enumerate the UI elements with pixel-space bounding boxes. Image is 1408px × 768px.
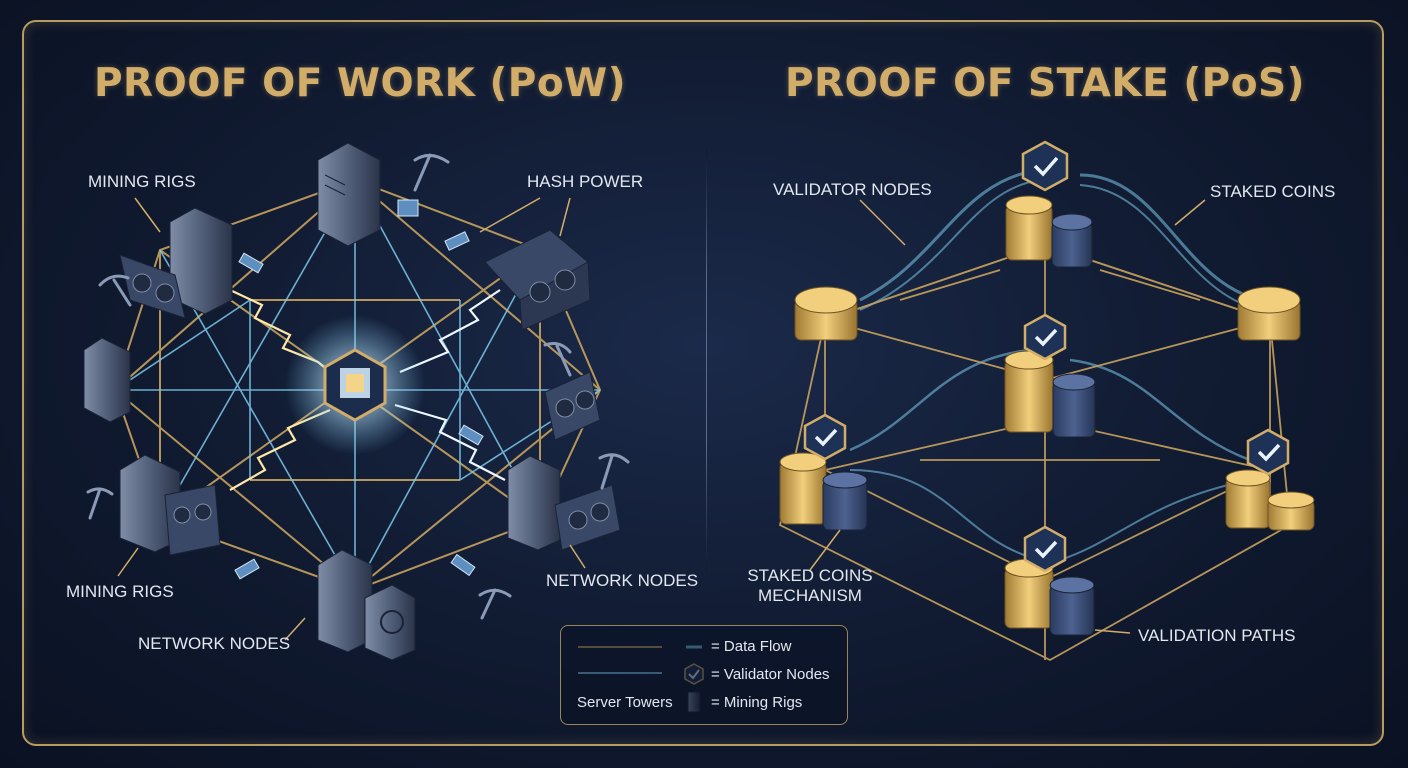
label-staked-coins-mechanism-line2: MECHANISM [758,586,862,605]
data-packet [238,252,264,274]
leader-line [117,547,139,577]
leader-line [559,197,571,237]
gpu-rig-icon [484,229,591,331]
check-hexagon-icon [1246,428,1290,476]
data-packet [450,553,476,577]
label-network-nodes-bottom: NETWORK NODES [138,634,291,653]
label-validation-paths: VALIDATION PATHS [1138,626,1296,645]
data-packet [397,199,419,217]
server-tower-icon [317,142,381,247]
coin-stack-icon [1004,558,1095,636]
gpu-rig-icon [119,254,186,319]
pow-title: PROOF OF WORK (PoW) [93,61,627,106]
pickaxe-icon [413,153,450,192]
gpu-rig-icon [544,371,601,441]
check-hexagon-icon [803,413,847,461]
label-network-nodes-right: NETWORK NODES [546,571,699,590]
label-validator-nodes: VALIDATOR NODES [773,180,932,199]
gpu-rig-icon [554,484,621,551]
coin-stack-icon [1225,469,1315,531]
legend-validator-nodes: = Validator Nodes [711,666,830,683]
coin-stack-icon [794,286,858,341]
block-cube-icon [323,348,387,422]
leader-line [1094,629,1131,634]
label-mining-rigs-top: MINING RIGS [88,172,196,191]
leader-line [569,544,586,569]
pickaxe-icon [543,342,572,377]
check-hexagon-icon [1023,313,1067,361]
pos-network [778,140,1315,662]
leader-line [479,197,541,233]
coin-stack-icon [1005,195,1093,268]
gpu-rig-icon [164,484,221,556]
outer-frame [22,20,1384,746]
pos-title: PROOF OF STAKE (PoS) [785,61,1305,106]
label-staked-coins: STAKED COINS [1210,182,1336,201]
section-divider [706,150,707,570]
data-packet [234,558,260,580]
pickaxe-icon [98,274,132,307]
leader-line [284,617,306,641]
legend-server-towers: Server Towers [577,694,673,711]
leader-line [134,197,161,233]
pos-cyan-flows [849,168,1261,561]
leader-line [859,199,906,246]
coin-stack-icon [779,452,868,531]
label-hash-power: HASH POWER [527,172,644,191]
server-tower-icon [317,549,416,661]
coin-stack-icon [1004,350,1096,438]
legend-box: = Data Flow = Validator Nodes Server Tow… [560,625,848,725]
pow-network [83,142,630,661]
pickaxe-icon [478,588,512,620]
legend-mining-rigs: = Mining Rigs [711,694,803,711]
server-tower-icon [507,455,561,551]
legend-data-flow: = Data Flow [711,638,792,655]
data-packet [444,231,470,251]
pickaxe-icon [598,453,630,490]
label-mining-rigs-bottom: MINING RIGS [66,582,174,601]
server-tower-icon [83,337,131,423]
data-packet [458,424,484,446]
pickaxe-icon [86,487,114,520]
leader-line [1174,199,1206,226]
check-hexagon-icon [1021,140,1069,192]
coin-stack-icon [1237,286,1301,341]
leader-line [809,529,841,571]
check-hexagon-icon [1023,525,1067,573]
label-staked-coins-mechanism-line1: STAKED COINS [747,566,873,585]
